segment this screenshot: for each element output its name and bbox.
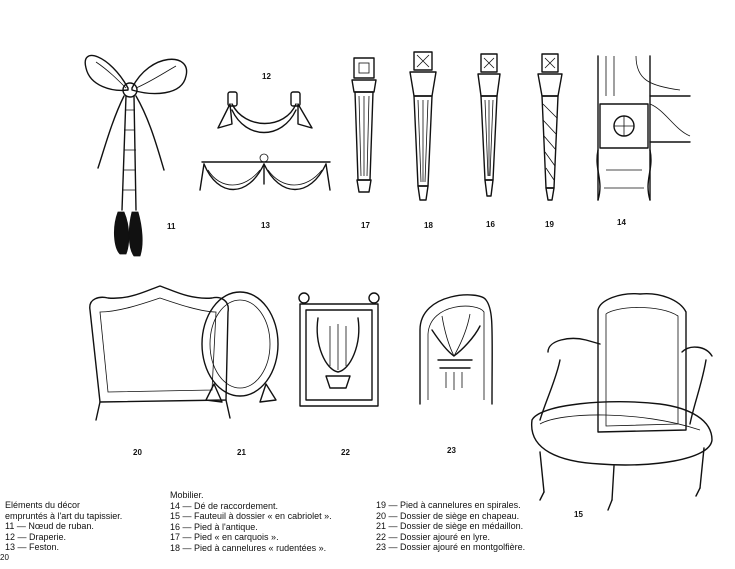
montgolfiere-chair-back-drawing: [419, 294, 493, 405]
caption-line: 22 — Dossier ajouré en lyre.: [376, 531, 491, 542]
festoon-drawing: [199, 153, 331, 191]
cabriolet-armchair-drawing: [531, 293, 713, 511]
caption-column-3: 19 — Pied à cannelures en spirales. 20 —…: [376, 500, 525, 553]
fig-label-16: 16: [486, 220, 495, 229]
medallion-chair-back-drawing: [201, 291, 279, 403]
caption-line: 23 — Dossier ajouré en montgolfière.: [376, 542, 526, 553]
caption-line: 17 — Pied « en carquois ».: [170, 532, 279, 543]
caption-line: empruntés à l'art du tapissier.: [5, 510, 123, 521]
caption-line: 21 — Dossier de siège en médaillon.: [376, 521, 524, 532]
caption-line: 15 — Fauteuil à dossier « en cabriolet »…: [170, 511, 332, 522]
caption-column-1: Eléments du décor empruntés à l'art du t…: [5, 500, 122, 553]
caption-line: 16 — Pied à l'antique.: [170, 521, 258, 532]
page-number: 20: [0, 553, 9, 562]
fig-label-18: 18: [424, 221, 433, 230]
fig-label-21: 21: [237, 448, 246, 457]
fig-label-19: 19: [545, 220, 554, 229]
connecting-die-drawing: [596, 55, 691, 201]
caption-line: 13 — Feston.: [5, 542, 60, 553]
fig-label-13: 13: [261, 221, 270, 230]
quiver-leg-drawing: [351, 57, 377, 193]
fig-label-17: 17: [361, 221, 370, 230]
drapery-drawing: [217, 91, 313, 134]
caption-line: 11 — Nœud de ruban.: [5, 521, 94, 532]
fig-label-11: 11: [167, 222, 176, 231]
fig-label-20: 20: [133, 448, 142, 457]
caption-title: Mobilier.: [170, 490, 204, 500]
caption-line: Eléments du décor: [5, 500, 81, 510]
caption-line: 20 — Dossier de siège en chapeau.: [376, 510, 520, 521]
spiral-leg-drawing: [537, 53, 563, 201]
fig-label-23: 23: [447, 446, 456, 455]
caption-column-2: Mobilier. 14 — Dé de raccordement. 15 — …: [170, 490, 332, 554]
caption-line: 12 — Draperie.: [5, 531, 67, 542]
antique-leg-drawing: [477, 53, 501, 197]
lyre-chair-back-drawing: [298, 292, 380, 407]
fig-label-14: 14: [617, 218, 626, 227]
caption-line: 19 — Pied à cannelures en spirales.: [376, 500, 521, 510]
fig-label-12: 12: [262, 72, 271, 81]
fluted-leg-drawing: [409, 51, 437, 201]
hat-chair-back-drawing: [89, 285, 231, 421]
caption-line: 14 — Dé de raccordement.: [170, 500, 279, 511]
fig-label-22: 22: [341, 448, 350, 457]
ribbon-bow-drawing: [84, 54, 188, 257]
caption-line: 18 — Pied à cannelures « rudentées ».: [170, 542, 327, 553]
fig-label-15: 15: [574, 510, 583, 519]
